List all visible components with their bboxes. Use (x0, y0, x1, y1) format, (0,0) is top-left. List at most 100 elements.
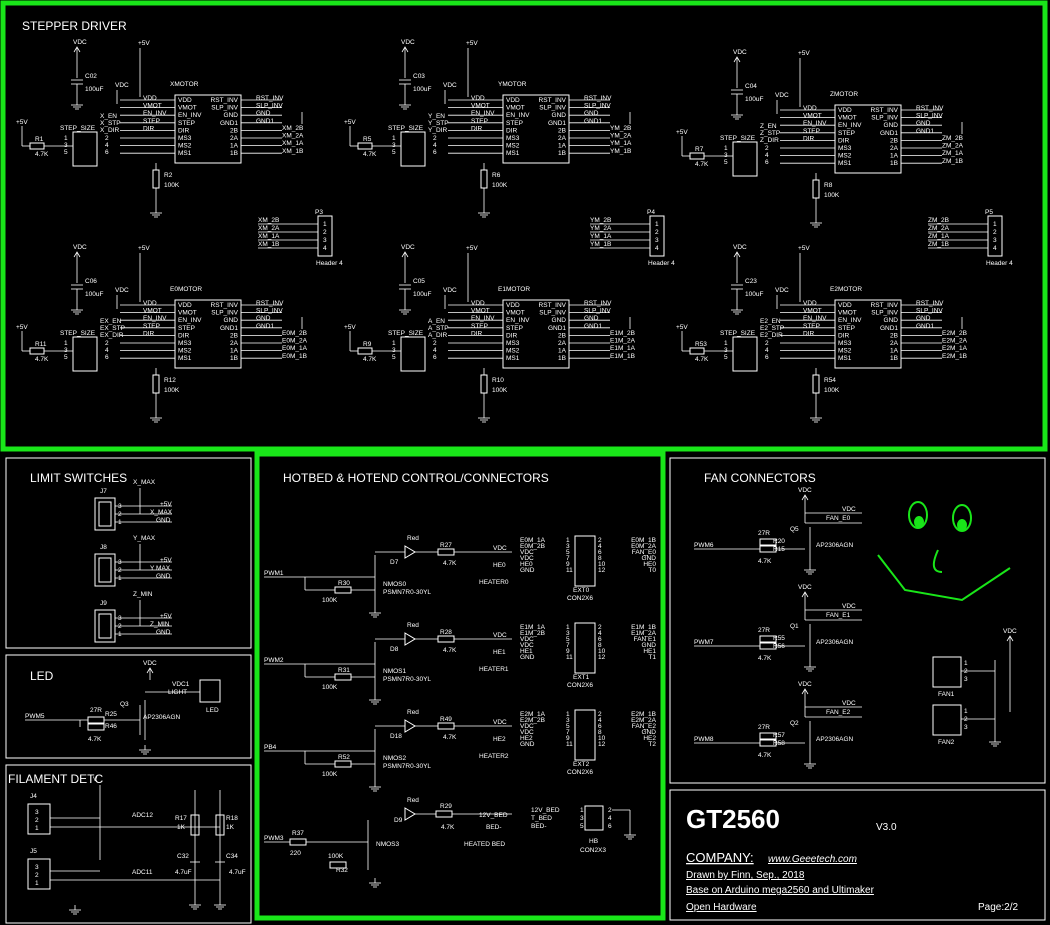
transistor-ref: Q2 (790, 720, 799, 727)
pin-net-label: VDD (143, 300, 157, 307)
led-heading: LED (30, 669, 54, 683)
motor-ref: YMOTOR (498, 81, 527, 88)
vdc-label: VDC (733, 244, 747, 251)
capacitor-ref: C02 (85, 73, 97, 80)
pin-number: 2 (35, 872, 39, 879)
resistor-value: 100K (322, 597, 338, 604)
pin-number: 1 (392, 340, 396, 347)
connector-part: CON2X6 (567, 682, 593, 689)
pin-number: 4 (105, 142, 109, 149)
fan-connector-ref: FAN1 (938, 691, 955, 698)
fan-heading: FAN CONNECTORS (704, 471, 816, 485)
coil-net: E2M_1A (942, 345, 968, 352)
enable-net: Y_EN (428, 113, 445, 120)
ground-symbol (989, 737, 1001, 747)
pin-net-label: GND1 (916, 128, 934, 135)
resistor-ref: R58 (773, 740, 785, 747)
ground-symbol (810, 218, 822, 228)
resistor-value: 4.7K (35, 151, 49, 158)
power-arrow (401, 46, 409, 53)
pin-number: 5 (724, 159, 728, 166)
ext-pin-net: GND (642, 729, 657, 736)
resistor-value: 100K (492, 182, 508, 189)
capacitor-value: 100uF (413, 291, 431, 298)
ground-symbol (369, 608, 381, 618)
chip-pin-label: 2B (230, 127, 238, 134)
pullup-resistor (29, 347, 45, 355)
pin-number: 1 (724, 145, 728, 152)
pin-number: 3 (35, 864, 39, 871)
light-label: LIGHT (168, 689, 187, 696)
board-title: GT2560 (686, 804, 780, 834)
vdc-label: VDC (775, 287, 789, 294)
adc-net: ADC11 (132, 869, 153, 876)
ground-symbol (150, 208, 162, 218)
supply-label: +5V (676, 324, 688, 331)
pin-net-label: GND (916, 120, 931, 127)
chip-pin-label: DIR (178, 332, 190, 339)
ext-pin-net: GND (520, 654, 535, 661)
supply-label: +5V (798, 50, 810, 57)
motor-ref: E2MOTOR (830, 286, 862, 293)
header-label: Header 4 (316, 260, 343, 267)
led-diode (404, 632, 416, 646)
pulldown-resistor (152, 374, 160, 394)
chip-pin-label: RST_INV (539, 97, 567, 104)
chip-pin-label: 2B (890, 137, 898, 144)
filament-frame (5, 764, 252, 924)
pwm-label: PWM3 (264, 835, 284, 842)
pin-number: 12 (598, 654, 606, 661)
pin-number: 1 (392, 135, 396, 142)
pwm-label: PWM1 (264, 570, 284, 577)
coil-net: ZM_2A (942, 143, 964, 150)
chip-pin-label: MS2 (838, 348, 852, 355)
motor-header (317, 215, 333, 257)
pin-number: 4 (598, 543, 602, 550)
step-net: A_STP (428, 325, 449, 332)
resistor (435, 810, 453, 818)
fan-net: FAN_E1 (826, 612, 851, 619)
chip-pin-label: MS3 (838, 340, 852, 347)
pulldown-resistor (480, 374, 488, 394)
pin-net-label: STEP (803, 323, 820, 330)
bed-net: 12V_BED (479, 812, 508, 819)
led-diode (404, 807, 416, 821)
coil-net: XM_2A (258, 225, 280, 232)
ext-pin-net: VDC (520, 723, 534, 730)
chip-pin-label: GND (224, 317, 239, 324)
resistor-value: 1K (177, 824, 186, 831)
pwm-label: PWM6 (694, 542, 714, 549)
supply-label: +5V (160, 557, 172, 564)
resistor-ref: R9 (363, 341, 372, 348)
chip-pin-label: 1B (558, 355, 566, 362)
chip-pin-label: MS3 (838, 145, 852, 152)
pin-number: 1 (64, 135, 68, 142)
pin-number: 1 (655, 221, 659, 228)
heater-label: HEATER1 (479, 666, 509, 673)
chip-pin-label: EN_INV (838, 122, 862, 129)
coil-net: YM_2A (610, 133, 632, 140)
ext-pin-net: E1M_2B (520, 630, 545, 637)
pin-number: 2 (105, 135, 109, 142)
pin-number: 6 (598, 723, 602, 730)
pin-number: 3 (724, 347, 728, 354)
pin-net-label: STEP (143, 118, 160, 125)
resistor-value: 4.7K (758, 558, 772, 565)
connector-ref: J9 (100, 600, 107, 607)
step-size-header (400, 131, 426, 167)
smiley-face (877, 501, 1011, 602)
connector-ref: EXT0 (573, 587, 590, 594)
resistor (759, 732, 777, 740)
chip-pin-label: RST_INV (871, 302, 899, 309)
resistor-value: 4.7K (441, 824, 455, 831)
transistor-part: AP2306AGN (816, 639, 854, 646)
pin-number: 6 (433, 149, 437, 156)
pin-net-label: GND1 (584, 323, 602, 330)
pin-number: 8 (598, 642, 602, 649)
pwm-label: PWM2 (264, 657, 284, 664)
supply-label: +5V (16, 324, 28, 331)
transistor-part: AP2306AGN (816, 542, 854, 549)
motor-header (987, 215, 1003, 257)
